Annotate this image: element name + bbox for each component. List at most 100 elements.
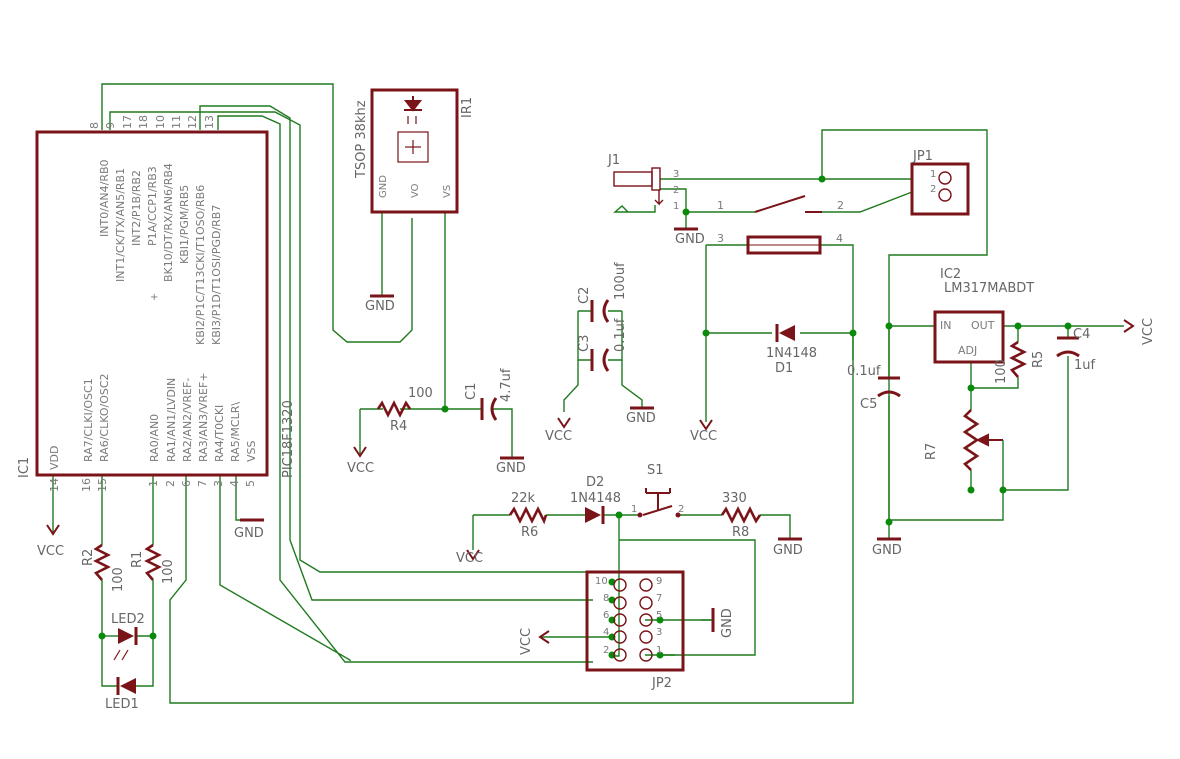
jp2-pin-5: 5 — [656, 610, 662, 621]
ic1-pin-osc1: RA7/CLKI/OSC1 — [82, 378, 95, 462]
ic1-ref-label: IC1 — [17, 457, 32, 478]
s1-ref-label: S1 — [647, 463, 664, 478]
vcc-label-ic1: VCC — [37, 544, 64, 559]
jp2-body — [585, 570, 685, 672]
r6-ref-label: R6 — [521, 525, 538, 540]
gnd-label-ic1: GND — [234, 526, 264, 541]
c3-capacitor-icon — [590, 348, 610, 372]
r8-resistor-icon — [720, 506, 762, 524]
ic1-pin-vss: VSS — [245, 440, 258, 462]
ir1-pin-gnd: GND — [378, 175, 389, 198]
j1-pin-3: 3 — [673, 169, 679, 180]
c4-capacitor-icon — [1056, 336, 1080, 358]
d1-diode: 1N4148 D1 — [766, 324, 817, 376]
s1-pin-2: 2 — [678, 504, 684, 515]
vcc-label-c3: VCC — [545, 429, 572, 444]
r2-value-label: 100 — [111, 567, 126, 592]
ic1-pin-top-13: 13 — [203, 115, 216, 129]
ic1-part-label: PIC18F1320 — [281, 400, 296, 478]
ic1-pin-rb2: INT2/P1B/RB2 — [130, 170, 143, 246]
j1-ref-label: J1 — [607, 153, 620, 168]
r7-ref-label: R7 — [924, 443, 939, 460]
jp2-pin-3: 3 — [656, 627, 662, 638]
r4-value-label: 100 — [408, 386, 433, 401]
ic1-pin-bottom-4: 4 — [228, 480, 241, 487]
jp2-pin-4: 4 — [603, 627, 609, 638]
r7-potentiometer-icon — [962, 409, 980, 471]
gnd-label-jp2: GND — [720, 608, 735, 638]
gnd-label-ir1: GND — [365, 299, 395, 314]
jp1-pin-2: 2 — [930, 184, 936, 195]
r1-ref-label: R1 — [130, 551, 145, 568]
d1-value-label: 1N4148 — [766, 346, 817, 361]
ic1-pin-top-18: 18 — [137, 115, 150, 129]
r4-ref-label: R4 — [390, 419, 407, 434]
c5-value-label: 0.1uf — [847, 364, 881, 379]
ic1-pin-rb5: KBI1/PGM/RB5 — [178, 185, 191, 264]
ic1-microcontroller: + INT0/AN4/RB0 INT1/CK/TX/AN5/RB1 INT2/P… — [17, 115, 296, 492]
ic1-pin-top-12: 12 — [186, 115, 199, 129]
ic1-pin-an3: RA3/AN3/VREF+ — [197, 372, 210, 462]
c5-ref-label: C5 — [860, 397, 877, 412]
gnd-label-c1: GND — [496, 461, 526, 476]
r4-resistor-icon — [376, 400, 412, 418]
c5-capacitor-icon — [877, 376, 901, 398]
ir1-ref-label: IR1 — [460, 97, 475, 118]
ir1-pin-vs: VS — [442, 185, 453, 198]
vcc-label-jp2: VCC — [519, 628, 534, 655]
led1-icon — [120, 678, 136, 694]
ic1-pin-bottom-7: 7 — [196, 480, 209, 487]
led2-ref-label: LED2 — [111, 612, 145, 627]
jp2-pin-1: 1 — [656, 645, 662, 656]
d2-diode-icon — [585, 507, 601, 523]
ir1-receiver: GND VO VS IR1 TSOP 38khz — [354, 88, 475, 214]
ir1-body — [370, 88, 459, 214]
gnd-label-r8: GND — [773, 543, 803, 558]
power-switch: 1 2 — [717, 195, 844, 213]
r1-value-label: 100 — [161, 559, 176, 584]
gnd-label-c2: GND — [626, 411, 656, 426]
gnd-label-ic2: GND — [872, 543, 902, 558]
d1-diode-icon — [779, 325, 795, 341]
d2-ref-label: D2 — [586, 475, 604, 490]
j1-jack: J1 3 2 1 — [607, 153, 679, 212]
r5-ref-label: R5 — [1031, 351, 1046, 368]
led2-icon — [118, 628, 134, 644]
ic2-pin-adj: ADJ — [958, 344, 977, 357]
r6-value-label: 22k — [511, 491, 536, 506]
j1-body-icon — [613, 171, 653, 187]
r1-resistor-icon — [144, 543, 162, 581]
jp1-ref-label: JP1 — [912, 149, 933, 164]
jp2-pin-6: 6 — [603, 610, 609, 621]
ic1-pin-top-8: 8 — [88, 122, 101, 129]
r7-wiper-icon — [975, 433, 1004, 490]
ic2-ref-label: IC2 — [940, 267, 961, 282]
r8-ref-label: R8 — [732, 525, 749, 540]
fuse-pin-3: 3 — [717, 232, 724, 245]
ic2-regulator: IN OUT ADJ IC2 LM317MABDT — [933, 267, 1034, 364]
vcc-label-out: VCC — [1141, 318, 1156, 345]
c1-capacitor-icon — [480, 397, 498, 421]
vcc-symbols — [46, 319, 1135, 644]
jp2-header: 10 8 6 4 2 9 7 5 3 1 JP2 — [585, 570, 685, 691]
vcc-label-r6: VCC — [456, 551, 483, 566]
ic1-pin-an0: RA0/AN0 — [148, 414, 161, 462]
r2-ref-label: R2 — [81, 549, 96, 566]
c4-value-label: 1uf — [1074, 358, 1096, 373]
led1-ref-label: LED1 — [105, 697, 139, 712]
r6-resistor-icon — [508, 506, 548, 525]
d2-diode: D2 1N4148 — [570, 475, 621, 524]
jp2-pin-2: 2 — [603, 645, 609, 656]
c1-ref-label: C1 — [464, 383, 479, 400]
c4-ref-label: C4 — [1073, 327, 1090, 342]
r5-value-label: 100 — [994, 359, 1009, 384]
vcc-arrow-icon — [353, 446, 367, 458]
ic1-pin-an1: RA1/AN1/LVDIN — [165, 378, 178, 462]
ic1-pin-rb0: INT0/AN4/RB0 — [98, 159, 111, 237]
ic1-pin-bottom-15: 15 — [96, 478, 109, 492]
c1-value-label: 4.7uf — [499, 368, 514, 402]
ic1-pin-top-17: 17 — [121, 115, 134, 129]
jp1-body — [910, 162, 970, 216]
ic1-pin-top-11: 11 — [170, 115, 183, 129]
j1-pin-2: 2 — [673, 185, 679, 196]
